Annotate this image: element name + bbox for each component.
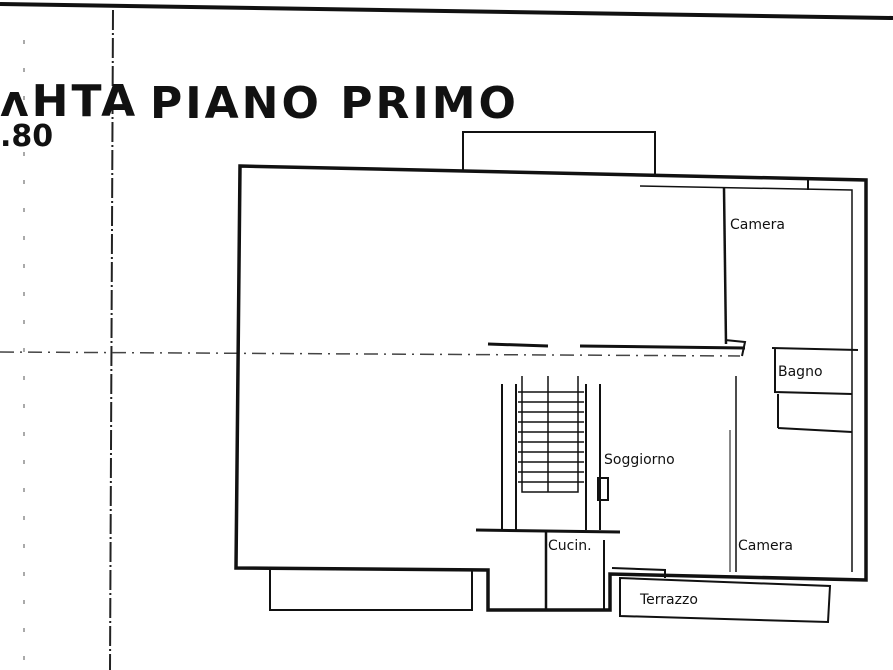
inner-wall-line [639, 185, 853, 572]
radiator-marker [597, 477, 609, 501]
plan-title: PIANO PRIMO [150, 78, 519, 129]
partition-wall-vertical [722, 187, 728, 345]
top-bay-projection [462, 131, 656, 176]
bottom-balcony [269, 570, 473, 611]
stair-treads [518, 391, 584, 483]
room-label-bagno: Bagno [778, 364, 823, 380]
wall-segment-left [487, 342, 549, 348]
sheet-vertical-margin [109, 9, 114, 670]
room-label-soggiorno: Soggiorno [604, 452, 675, 468]
horizontal-reference-line [0, 351, 741, 357]
door-notch [724, 339, 747, 357]
outer-wall [234, 164, 868, 612]
scale-fragment: .80 [0, 119, 53, 154]
stairwell-walls [501, 384, 601, 530]
kitchen-top-wall [475, 528, 621, 534]
terrace-outline [611, 567, 832, 624]
room-label-camera-bottom: Camera [738, 538, 793, 554]
sheet-top-border [0, 2, 893, 20]
room-label-cucina: Cucin. [548, 538, 592, 554]
wall-segment-right [579, 344, 746, 350]
title-prefix: ʌHTA [0, 76, 138, 127]
room-label-terrazzo: Terrazzo [639, 592, 698, 608]
room-label-camera-top: Camera [730, 217, 785, 233]
stair-flight-outline [521, 376, 579, 493]
bathroom-wall [771, 347, 859, 433]
